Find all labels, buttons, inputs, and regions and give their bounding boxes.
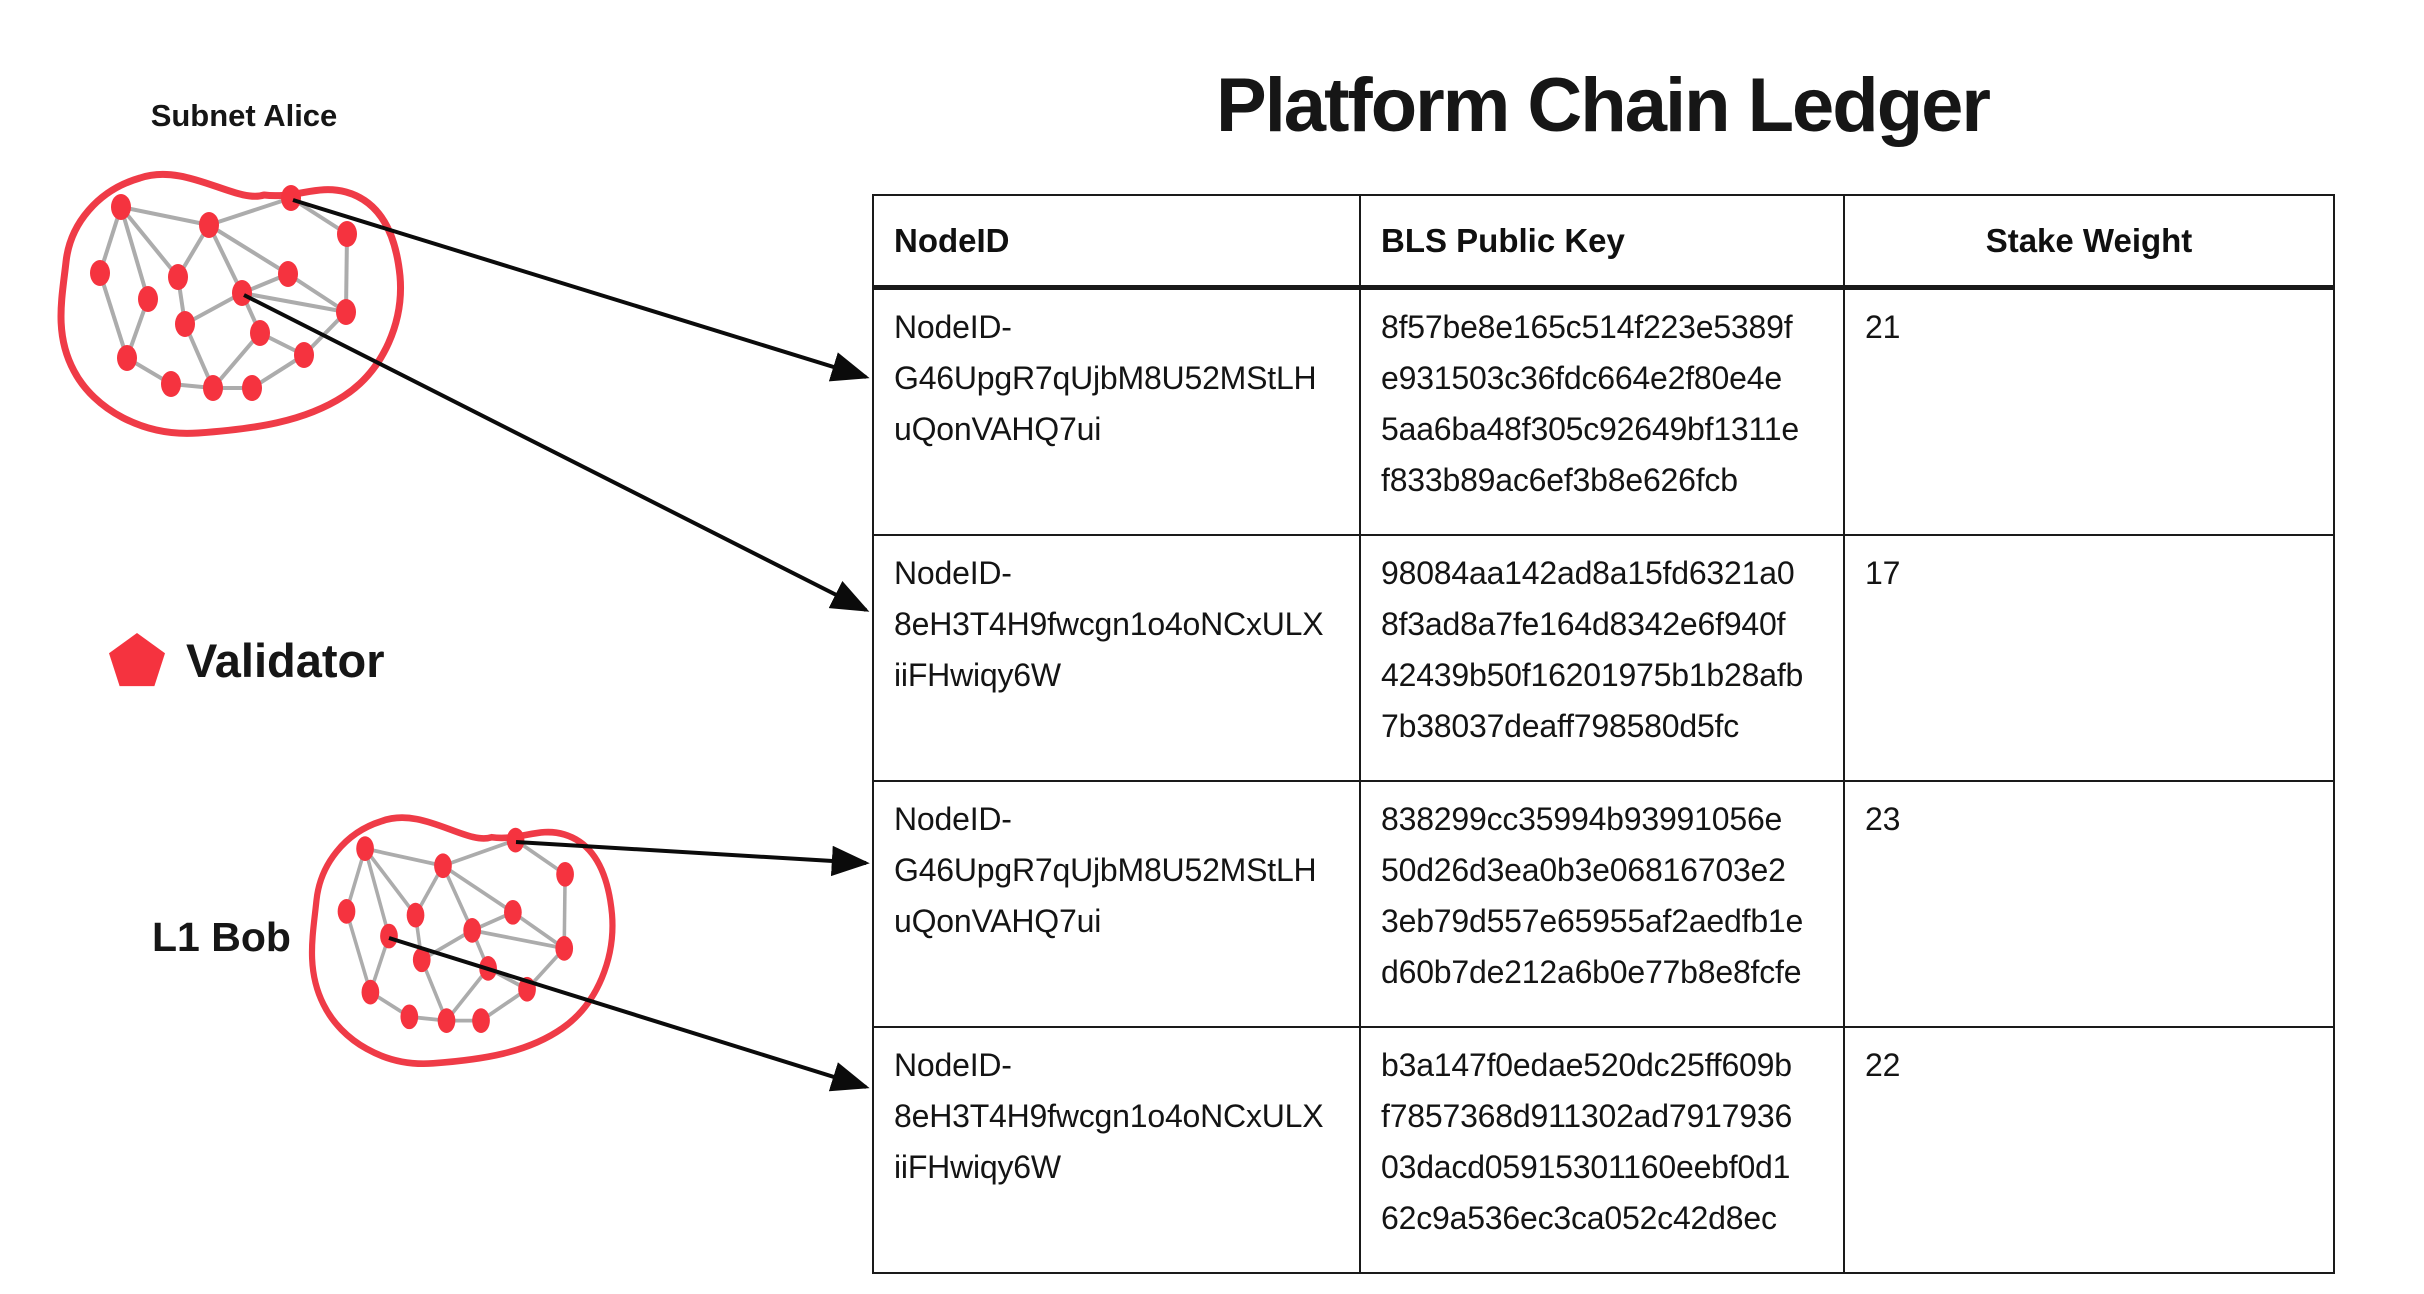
arrow-bob-to-row4: [388, 936, 870, 1092]
mapping-arrows: [243, 198, 870, 1092]
table-row: NodeID- G46UpgR7qUjbM8U52MStLH uQonVAHQ7…: [872, 286, 2335, 536]
col-header-stake-weight: Stake Weight: [1843, 194, 2335, 290]
cell-bls-key: 8f57be8e165c514f223e5389f e931503c36fdc6…: [1359, 286, 1845, 536]
cell-stake-weight: 23: [1843, 780, 2335, 1028]
table-row: NodeID- 8eH3T4H9fwcgn1o4oNCxULX iiFHwiqy…: [872, 534, 2335, 782]
cell-stake-weight: 17: [1843, 534, 2335, 782]
arrow-alice-to-row2: [243, 293, 870, 612]
cell-node-id: NodeID- G46UpgR7qUjbM8U52MStLH uQonVAHQ7…: [872, 286, 1361, 536]
table-row: NodeID- 8eH3T4H9fwcgn1o4oNCxULX iiFHwiqy…: [872, 1026, 2335, 1274]
col-header-bls-key: BLS Public Key: [1359, 194, 1845, 290]
subnet-alice-label: Subnet Alice: [150, 98, 338, 133]
cell-node-id: NodeID- G46UpgR7qUjbM8U52MStLH uQonVAHQ7…: [872, 780, 1361, 1028]
table-row: NodeID- G46UpgR7qUjbM8U52MStLH uQonVAHQ7…: [872, 780, 2335, 1028]
arrow-alice-to-row1: [292, 198, 870, 382]
page-title: Platform Chain Ledger: [1216, 63, 1991, 148]
validator-legend-label: Validator: [186, 633, 385, 687]
cell-node-id: NodeID- 8eH3T4H9fwcgn1o4oNCxULX iiFHwiqy…: [872, 1026, 1361, 1274]
cell-bls-key: 838299cc35994b93991056e 50d26d3ea0b3e068…: [1359, 780, 1845, 1028]
cell-stake-weight: 22: [1843, 1026, 2335, 1274]
cell-bls-key: 98084aa142ad8a15fd6321a0 8f3ad8a7fe164d8…: [1359, 534, 1845, 782]
subnet-alice-network: [61, 174, 401, 433]
validator-legend: Validator: [108, 632, 385, 688]
l1-bob-label: L1 Bob: [152, 914, 291, 960]
cell-stake-weight: 21: [1843, 286, 2335, 536]
cell-bls-key: b3a147f0edae520dc25ff609b f7857368d91130…: [1359, 1026, 1845, 1274]
arrow-bob-to-row3: [515, 840, 870, 877]
cell-node-id: NodeID- 8eH3T4H9fwcgn1o4oNCxULX iiFHwiqy…: [872, 534, 1361, 782]
l1-bob-network: [312, 818, 612, 1064]
col-header-nodeid: NodeID: [872, 194, 1361, 290]
platform-chain-ledger-table: NodeID BLS Public Key Stake Weight NodeI…: [872, 194, 2335, 1274]
table-header-row: NodeID BLS Public Key Stake Weight: [872, 194, 2335, 290]
pentagon-icon: [109, 632, 165, 687]
